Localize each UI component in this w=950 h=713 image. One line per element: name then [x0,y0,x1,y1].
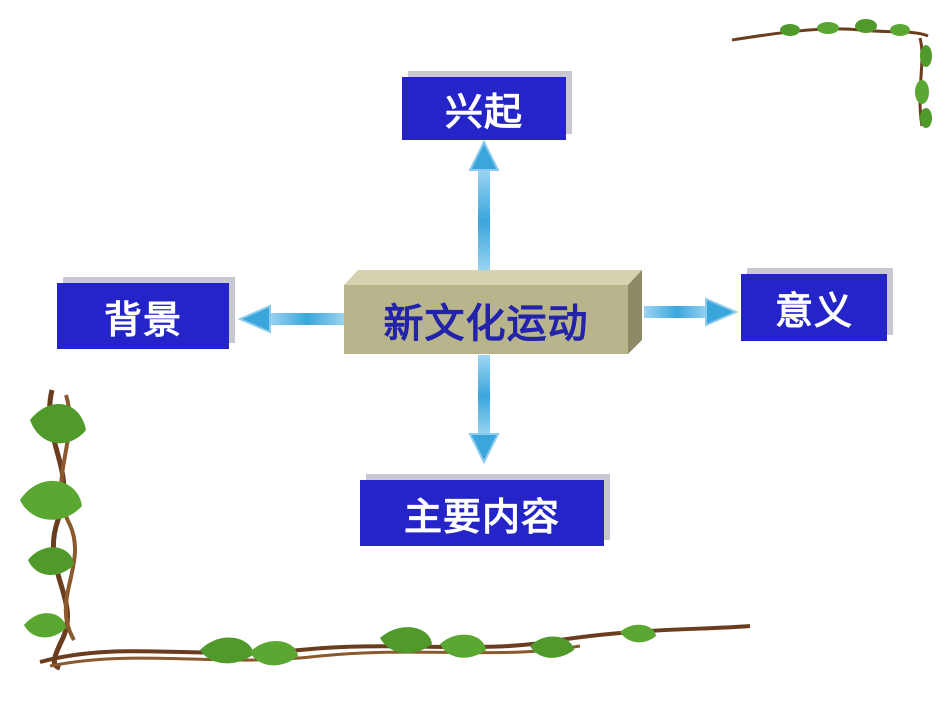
node-left-label: 背景 [103,297,182,342]
center-box-3d-sides [344,270,642,354]
arrow-to-left [237,304,346,334]
center-node-label: 新文化运动 [383,300,589,347]
vine-top-right-decoration [731,19,932,128]
center-node: 新文化运动 [344,285,628,354]
node-bottom: 主要内容 [360,480,604,546]
node-right: 意义 [741,274,887,341]
arrow-to-top [468,139,500,274]
arrow-to-right [644,297,739,327]
vine-bottom-left-decoration [20,389,751,671]
node-right-label: 意义 [774,289,853,333]
arrow-to-bottom [468,355,500,465]
node-bottom-label: 主要内容 [403,494,560,539]
node-left: 背景 [57,283,229,349]
node-top-label: 兴起 [444,90,523,134]
node-top: 兴起 [402,77,566,140]
